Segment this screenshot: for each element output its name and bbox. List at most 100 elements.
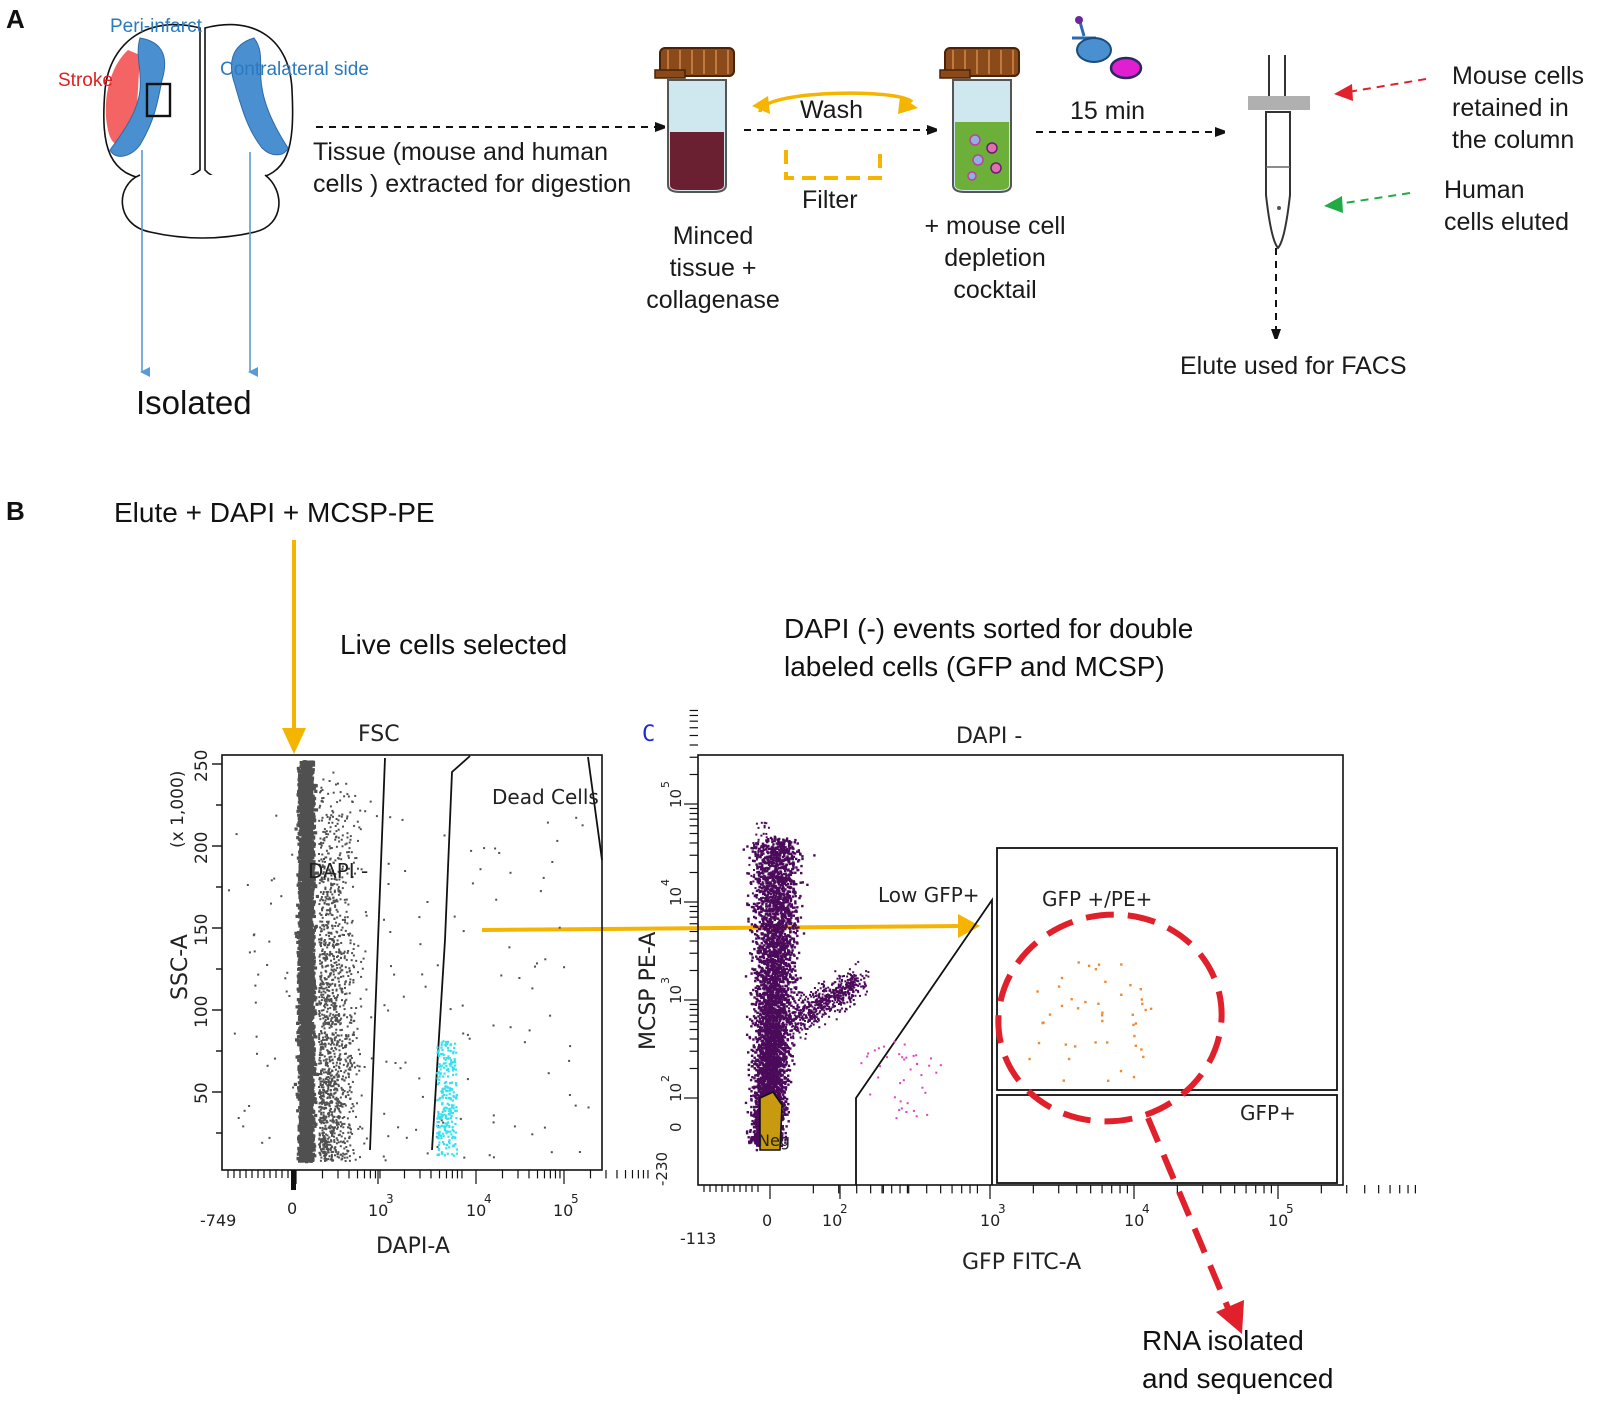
event-dot (303, 1087, 307, 1091)
event-dot (307, 977, 311, 981)
event-dot (312, 990, 317, 994)
event-dot (312, 842, 316, 846)
event-dot (312, 835, 316, 839)
event-dot (298, 886, 302, 890)
event-dot (309, 1027, 313, 1031)
event-dot (307, 1101, 311, 1105)
event-dot (305, 1065, 309, 1069)
event-dot (299, 801, 303, 805)
event-dot (297, 1067, 301, 1072)
event-dot (298, 805, 303, 809)
event-dot (306, 876, 310, 880)
event-dot (303, 1147, 307, 1152)
event-dot (309, 1074, 313, 1078)
event-dot (301, 978, 305, 982)
event-dot (306, 862, 311, 866)
event-dot (301, 1147, 305, 1151)
event-dot (315, 1002, 319, 1006)
event-dot (304, 1057, 308, 1061)
event-dot (302, 899, 306, 903)
event-dot (302, 807, 307, 812)
event-dot (303, 1115, 307, 1119)
event-dot (297, 972, 301, 976)
event-dot (298, 1159, 302, 1163)
event-dot (307, 910, 311, 914)
event-dot (299, 1029, 304, 1033)
event-dot (312, 824, 316, 828)
event-dot (305, 942, 309, 946)
event-dot (305, 1134, 309, 1138)
event-dot (303, 766, 307, 770)
event-dot (301, 953, 305, 957)
event-dot (297, 790, 301, 794)
event-dot (303, 1157, 307, 1161)
event-dot (299, 828, 303, 832)
event-dot (301, 854, 305, 858)
event-dot (311, 1040, 315, 1044)
event-dot (310, 1158, 314, 1162)
event-dot (300, 846, 305, 850)
event-dot (307, 833, 311, 837)
event-dot (301, 1031, 305, 1035)
event-dot (314, 884, 318, 888)
event-dot (310, 847, 314, 851)
event-dot (297, 769, 301, 773)
event-dot (295, 1005, 299, 1009)
event-dot (298, 1070, 302, 1074)
event-dot (301, 974, 305, 978)
event-dot (307, 827, 311, 832)
event-dot (309, 856, 313, 860)
event-dot (310, 1054, 314, 1058)
event-dot (296, 823, 300, 827)
event-dot (298, 796, 302, 800)
tube-minced-tissue (654, 47, 735, 193)
event-dot (300, 790, 304, 795)
event-dot (298, 924, 302, 928)
event-dot (316, 1072, 320, 1077)
event-dot (295, 1092, 299, 1096)
event-dot (301, 884, 305, 888)
event-dot (306, 1069, 310, 1073)
event-dot (302, 980, 306, 984)
event-dot (312, 928, 316, 932)
event-dot (314, 1100, 318, 1105)
event-dot (306, 845, 310, 849)
event-dot (308, 1120, 312, 1124)
event-dot (297, 958, 301, 962)
event-dot (295, 1055, 299, 1059)
event-dot (309, 966, 313, 970)
event-dot (301, 1036, 305, 1040)
event-dot (311, 1010, 315, 1014)
event-dot (297, 1146, 301, 1150)
event-dot (306, 807, 310, 811)
event-dot (311, 763, 316, 767)
event-dot (312, 948, 316, 952)
event-dot (299, 862, 303, 866)
event-dot (300, 971, 304, 975)
event-dot (299, 983, 303, 988)
event-dot (310, 980, 314, 984)
event-dot (299, 1045, 303, 1049)
event-dot (313, 1067, 317, 1071)
event-dot (312, 808, 316, 812)
event-dot (296, 980, 301, 984)
event-dot (308, 987, 313, 991)
event-dot (314, 1062, 318, 1067)
event-dot (299, 761, 303, 765)
event-dot (300, 1134, 304, 1138)
event-dot (310, 1122, 314, 1126)
event-dot (313, 1035, 317, 1039)
event-dot (314, 808, 319, 812)
event-dot (309, 890, 313, 894)
event-dot (306, 1099, 310, 1103)
event-dot (312, 983, 316, 987)
event-dot (301, 804, 305, 809)
event-dot (306, 818, 310, 822)
event-dot (297, 788, 301, 792)
event-dot (311, 887, 315, 891)
event-dot (312, 853, 316, 857)
event-dot (302, 1139, 306, 1143)
event-dot (297, 1029, 301, 1033)
event-dot (300, 926, 304, 930)
event-dot (299, 765, 303, 769)
